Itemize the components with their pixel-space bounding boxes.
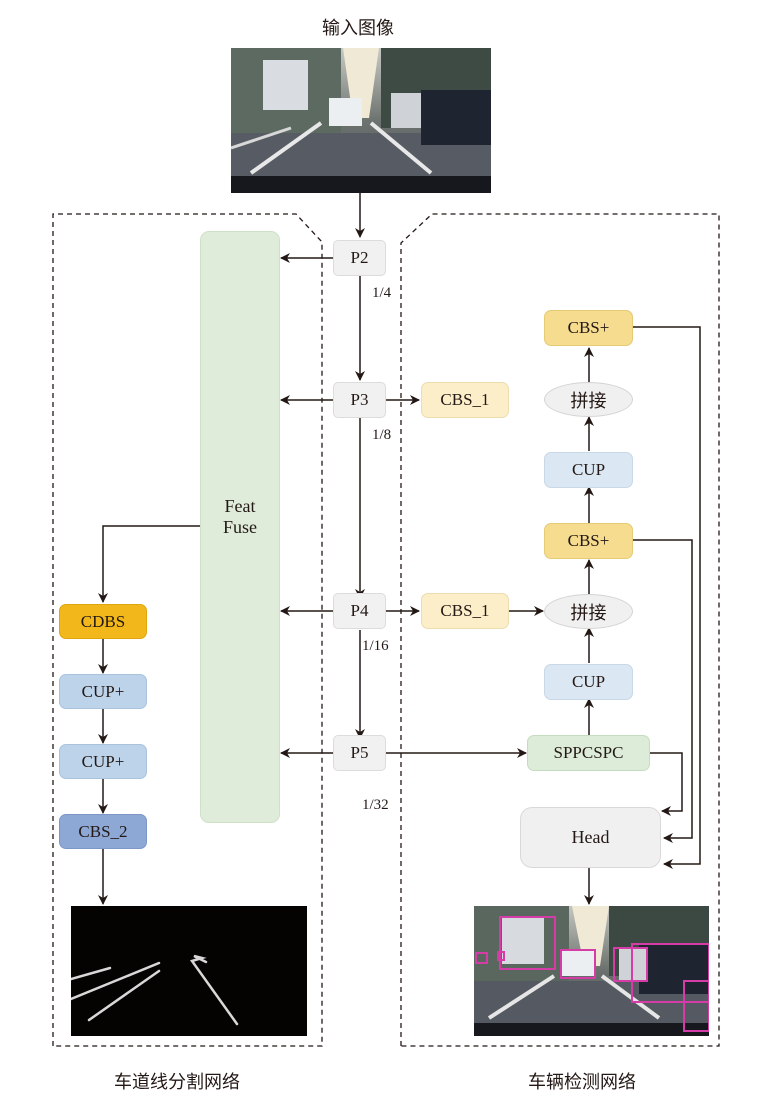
cbs1-block-top: CBS_1 <box>421 382 509 418</box>
feat-fuse-block: Feat Fuse <box>200 231 280 823</box>
detection-network-caption: 车辆检测网络 <box>528 1072 636 1093</box>
cbs-plus-block-top: CBS+ <box>544 310 633 346</box>
detection-box <box>683 980 709 1032</box>
cdbs-block: CDBS <box>59 604 147 639</box>
scale-label-p5: 1/32 <box>362 797 389 813</box>
detection-box <box>499 916 556 970</box>
detection-box <box>613 947 648 982</box>
head-block: Head <box>520 807 661 868</box>
cbs-2-block: CBS_2 <box>59 814 147 849</box>
detection-box <box>475 952 488 964</box>
arrow-feat-cdbs <box>98 525 200 603</box>
cbs1-block-mid: CBS_1 <box>421 593 509 629</box>
lane-segmentation-output <box>71 906 307 1036</box>
arrow-cbsplus-head <box>633 539 693 843</box>
p3-node: P3 <box>333 382 386 418</box>
lane-network-caption: 车道线分割网络 <box>114 1072 240 1093</box>
detection-box <box>631 943 709 1003</box>
feat-fuse-label-1: Feat <box>224 496 256 516</box>
cup-plus-block-1: CUP+ <box>59 674 147 709</box>
cbs-plus-block-mid: CBS+ <box>544 523 633 559</box>
p2-node: P2 <box>333 240 386 276</box>
scale-label-p4: 1/16 <box>362 638 389 654</box>
p4-node: P4 <box>333 593 386 629</box>
scale-label-p3: 1/8 <box>372 427 392 443</box>
sppcspc-block: SPPCSPC <box>527 735 650 771</box>
cup-plus-block-2: CUP+ <box>59 744 147 779</box>
cup-block-top: CUP <box>544 452 633 488</box>
p5-node: P5 <box>333 735 386 771</box>
scale-label-p2: 1/4 <box>372 285 392 301</box>
lane-network-region <box>52 213 323 1047</box>
feat-fuse-label-2: Fuse <box>222 517 257 537</box>
input-image-title: 输入图像 <box>322 18 394 39</box>
arrow-cbsplus-top-head <box>633 326 701 869</box>
cup-block-mid: CUP <box>544 664 633 700</box>
concat-node-top: 拼接 <box>544 382 633 417</box>
concat-node-mid: 拼接 <box>544 594 633 629</box>
vehicle-detection-output <box>474 906 709 1036</box>
detection-network-region <box>400 213 720 1047</box>
detection-box <box>560 949 596 979</box>
detection-box <box>497 951 505 961</box>
arrow-spp-head <box>650 752 683 816</box>
input-road-image <box>231 48 491 193</box>
